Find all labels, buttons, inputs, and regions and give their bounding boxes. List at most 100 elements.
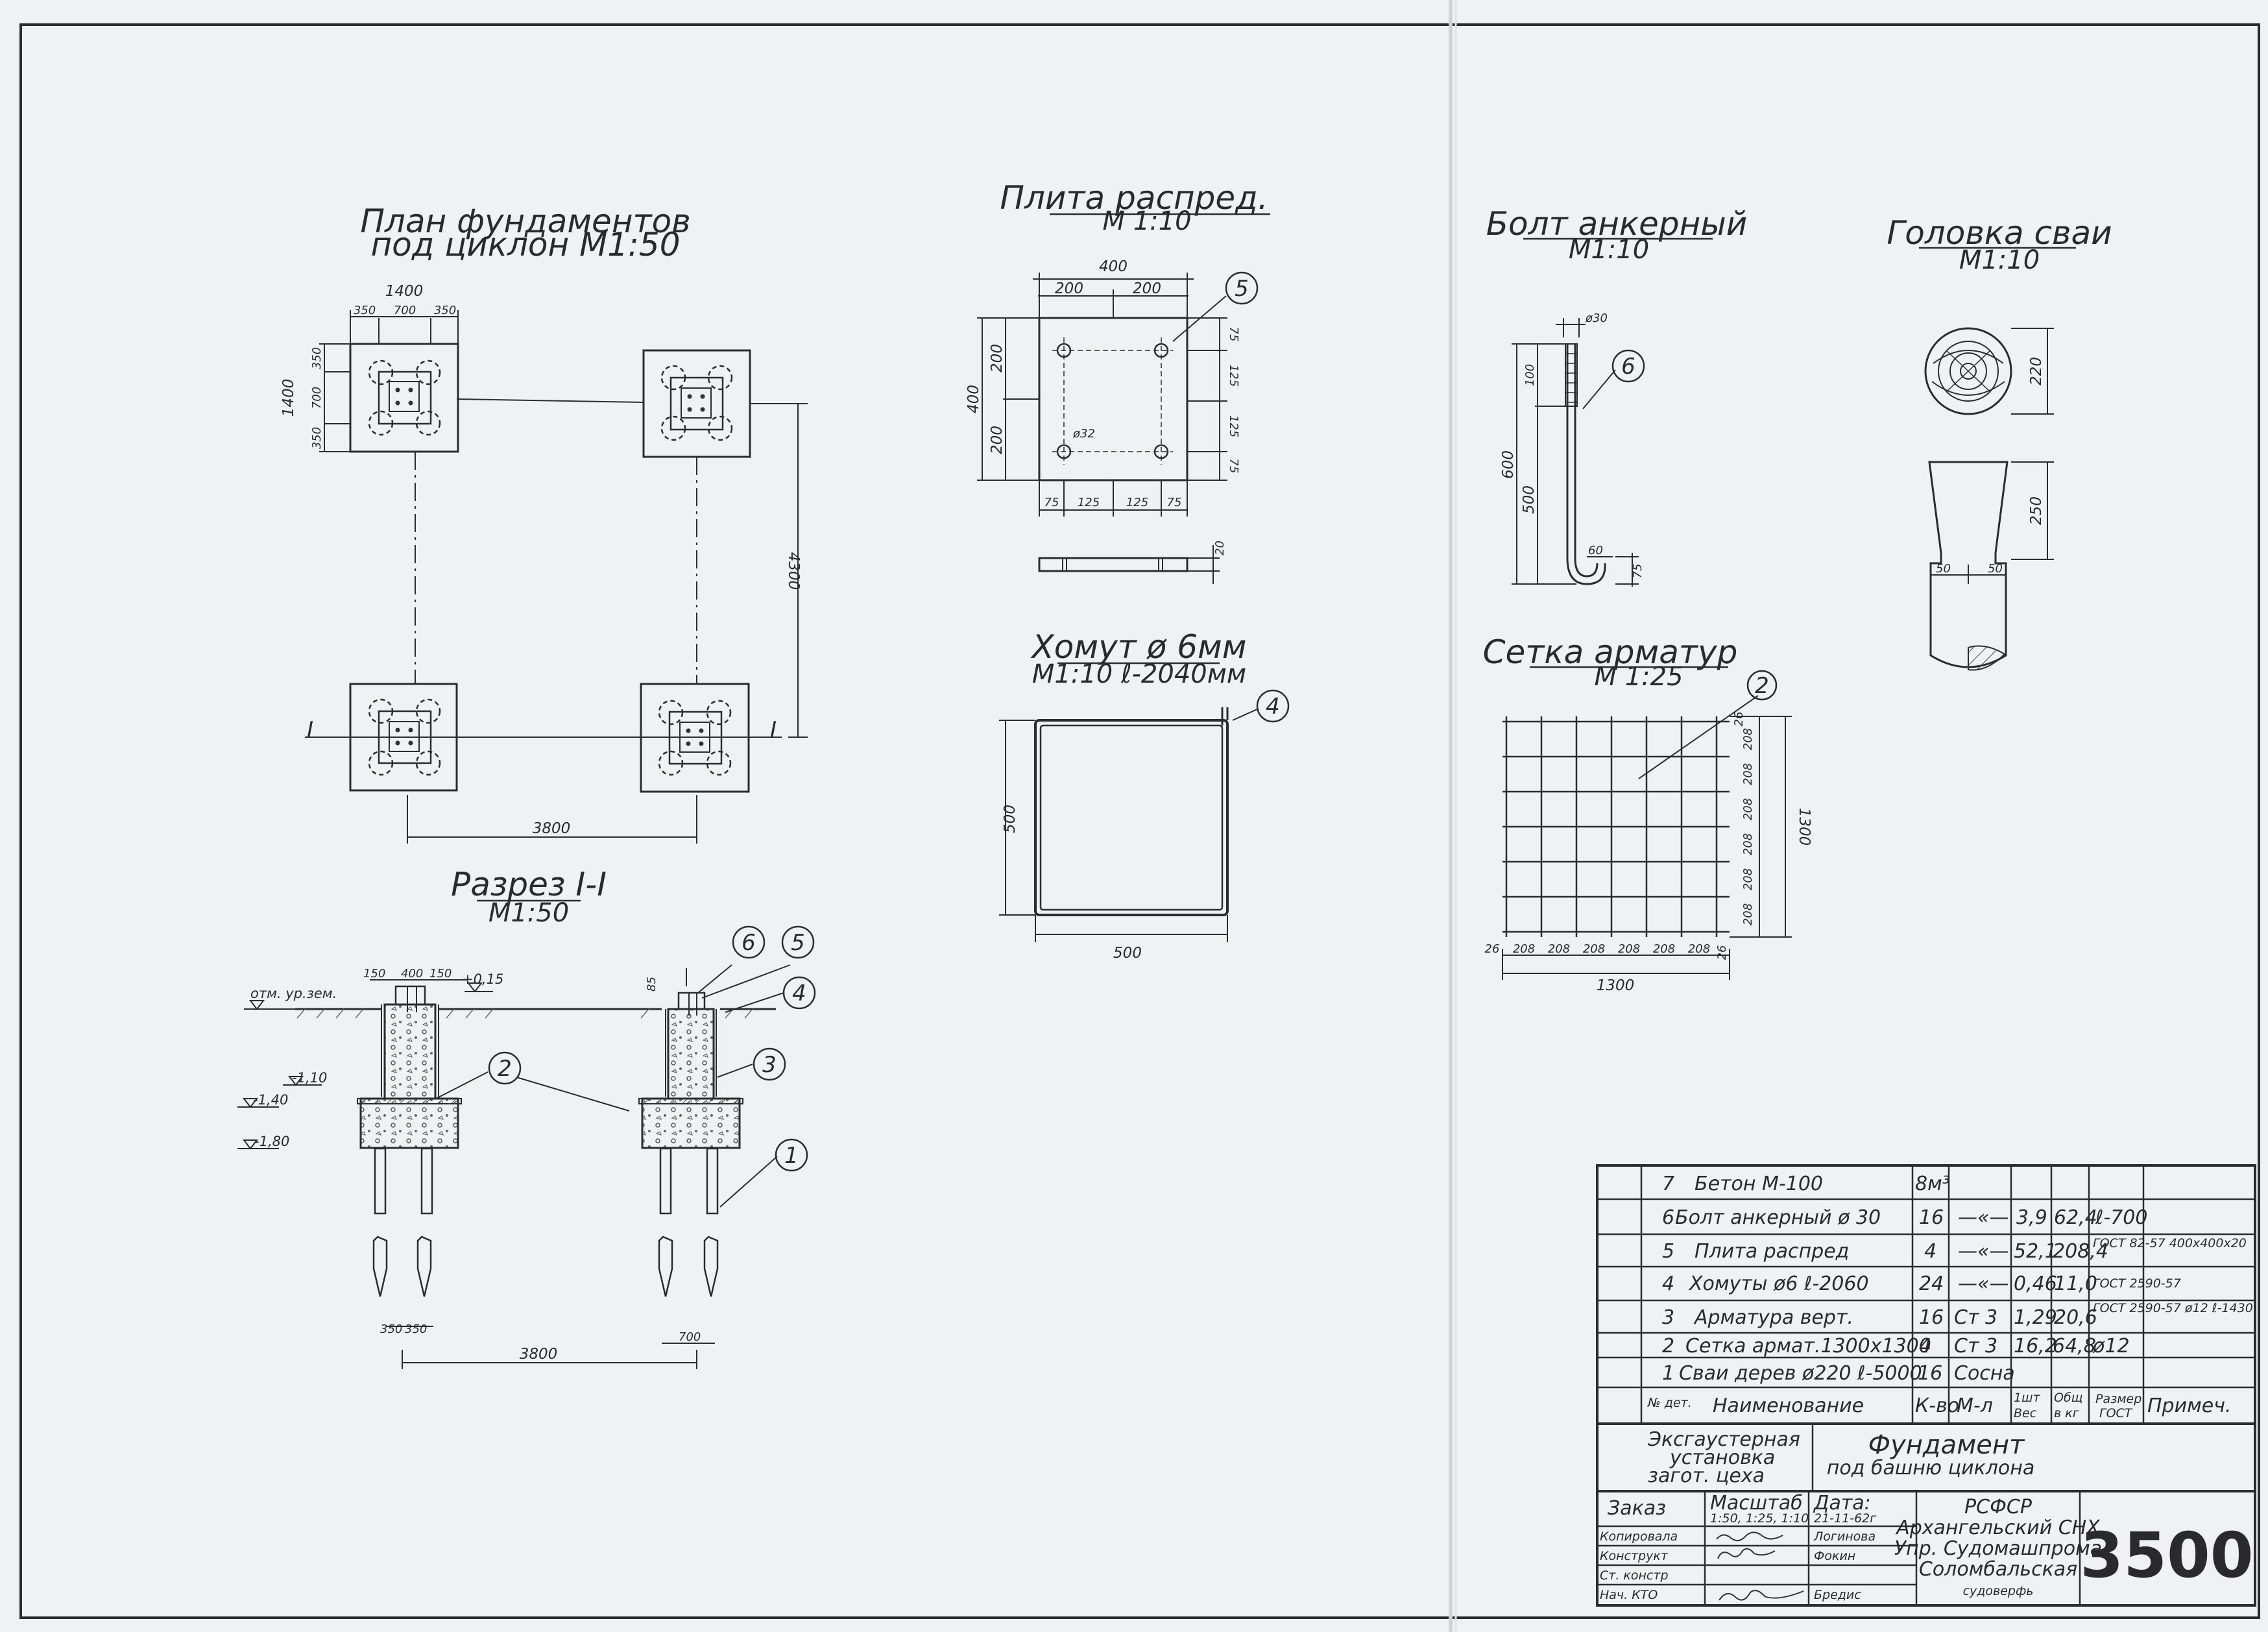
spec-mat: —«— xyxy=(1958,1240,2009,1263)
clamp-view: Хомут ø 6мм М1:10 ℓ-2040мм 500 500 xyxy=(999,628,1259,962)
object-1: Эксгаустерная xyxy=(1647,1428,1800,1451)
callout-number: 3 xyxy=(762,1052,777,1078)
date-label: Дата: xyxy=(1813,1492,1871,1515)
callout-number: 6 xyxy=(742,930,756,956)
sheet-frame xyxy=(19,0,2260,1632)
plate-dim-thickness: 20 xyxy=(1213,541,1227,555)
dim-plan-h1: 350 xyxy=(310,347,324,369)
spec-total: 62,4 xyxy=(2054,1206,2097,1229)
spec-total: 20,6 xyxy=(2054,1306,2097,1329)
org-1: РСФСР xyxy=(1964,1496,2033,1518)
spec-name: Бетон М-100 xyxy=(1695,1173,1823,1195)
bolt-dim-dia: ø30 xyxy=(1585,311,1608,325)
spec-mat: —«— xyxy=(1958,1206,2009,1229)
spec-mat: Ст 3 xyxy=(1954,1306,1997,1329)
header-unit-2: Вес xyxy=(2014,1406,2037,1420)
level-1: -1,10 xyxy=(292,1070,327,1086)
bolt-title: Болт анкерный xyxy=(1486,205,1748,243)
section-title: Разрез I-I xyxy=(451,866,607,903)
scale-value: 1:50, 1:25, 1:10 xyxy=(1710,1511,1809,1526)
callout-circle: 2 xyxy=(1746,670,1778,701)
callout-circle: 6 xyxy=(1611,349,1645,383)
header-qty: К-во xyxy=(1915,1395,1959,1417)
spec-row: 2 Сетка армат.1300х1300 4 Ст 3 16,2 64,8… xyxy=(1662,1335,2130,1358)
dim-plan-width: 1400 xyxy=(385,283,424,300)
spec-unit: 52,1 xyxy=(2014,1240,2057,1263)
spec-mat: Ст 3 xyxy=(1954,1335,1997,1358)
spec-row: 7 Бетон М-100 8м³ xyxy=(1662,1173,1950,1195)
spec-std: ø12 xyxy=(2092,1335,2130,1358)
level-2: -1,40 xyxy=(253,1092,288,1108)
spec-total: 208,4 xyxy=(2053,1240,2108,1263)
callouts: 1 2 2 3 4 4 5 5 xyxy=(488,271,1778,1172)
pilehead-dim-250: 250 xyxy=(2028,496,2045,525)
section-mark-left: I xyxy=(307,717,313,743)
mesh-scale: М 1:25 xyxy=(1594,662,1683,692)
header-total-1: Общ xyxy=(2054,1391,2083,1405)
pilehead-view: Головка сваи М1:10 220 250 50 50 xyxy=(1887,214,2112,671)
spec-unit: 1,29 xyxy=(2014,1306,2057,1329)
object-3: загот. цеха xyxy=(1648,1465,1765,1487)
dim-sec-350a: 350 xyxy=(380,1322,402,1336)
header-std-1: Размер xyxy=(2095,1392,2141,1406)
dim-plan-h2: 700 xyxy=(310,387,324,409)
spec-qty: 16 xyxy=(1919,1206,1944,1229)
callout-number: 4 xyxy=(792,980,806,1006)
spec-pos: 6 xyxy=(1662,1206,1674,1229)
section-view: Разрез I-I М1:50 xyxy=(237,866,791,1369)
mesh-title: Сетка арматур xyxy=(1483,633,1738,671)
plate-title: Плита распред. xyxy=(1000,179,1268,217)
plate-dim-r3: 125 xyxy=(1227,415,1240,437)
pilehead-dim-50b: 50 xyxy=(1988,562,2003,576)
name-head: Бредис xyxy=(1814,1588,1861,1602)
plate-dim-h1: 200 xyxy=(989,344,1006,372)
bolt-dim-total: 600 xyxy=(1500,450,1517,479)
plate-dim-r2: 125 xyxy=(1227,365,1240,387)
bolt-dim-hook: 60 xyxy=(1588,544,1603,557)
header-name: Наименование xyxy=(1713,1395,1864,1417)
dim-plan-h3: 350 xyxy=(310,427,324,449)
drawing-title-2: под башню циклона xyxy=(1827,1457,2035,1480)
spec-qty: 16 xyxy=(1919,1306,1944,1329)
callout-circle: 3 xyxy=(753,1047,786,1081)
callout-leaders xyxy=(435,964,791,1208)
callout-number: 2 xyxy=(1755,673,1769,699)
dim-plan-w2: 700 xyxy=(394,304,416,317)
spec-row: 4 Хомуты ø6 ℓ-2060 24 —«— 0,46 11,0 ГОСТ… xyxy=(1662,1273,2181,1295)
clamp-dim-h: 500 xyxy=(1002,805,1019,833)
spec-unit: 3,9 xyxy=(2016,1206,2047,1229)
spec-pos: 4 xyxy=(1662,1273,1674,1295)
dim-plan-span-x: 3800 xyxy=(533,820,571,837)
clamp-title: Хомут ø 6мм xyxy=(1030,628,1247,666)
level-3: -1,80 xyxy=(254,1134,289,1149)
callout-number: 4 xyxy=(1266,694,1280,720)
plate-dim-w1: 200 xyxy=(1055,280,1083,297)
title-block: 7 Бетон М-100 8м³ 6 Болт анкерный ø 30 1… xyxy=(1596,1164,2256,1607)
dim-sec-85: 85 xyxy=(645,977,658,992)
pilehead-dim-50a: 50 xyxy=(1936,562,1951,576)
plate-dim-b1: 75 xyxy=(1044,496,1059,509)
spec-std: ГОСТ 2590-57 ø12 ℓ-1430 xyxy=(2093,1301,2253,1315)
spec-name: Сваи дерев ø220 ℓ-5000 xyxy=(1679,1362,1922,1385)
spec-qty: 16 xyxy=(1918,1362,1942,1385)
spec-name: Арматура верт. xyxy=(1693,1306,1853,1329)
spec-pos: 2 xyxy=(1662,1335,1674,1358)
org-3: Упр. Судомашпрома xyxy=(1894,1537,2102,1560)
plate-dim-w: 400 xyxy=(1099,258,1128,275)
spec-name: Хомуты ø6 ℓ-2060 xyxy=(1688,1273,1869,1295)
foundation-plan: План фундаментов под циклон М1:50 xyxy=(280,202,808,844)
plate-dim-b3: 125 xyxy=(1126,496,1148,509)
bolt-dim-end: 75 xyxy=(1631,564,1645,579)
level-top: +0,15 xyxy=(462,971,503,987)
spec-qty: 8м³ xyxy=(1915,1173,1950,1195)
footing-pad xyxy=(642,349,751,458)
scale-label: Масштаб xyxy=(1710,1492,1803,1515)
callout-circle: 2 xyxy=(488,1051,522,1085)
spec-row: 5 Плита распред 4 —«— 52,1 208,4 ГОСТ 82… xyxy=(1662,1236,2247,1263)
callout-circle: 6 xyxy=(732,925,766,959)
header-total-2: в кг xyxy=(2054,1406,2080,1420)
header-std-2: ГОСТ xyxy=(2099,1406,2133,1420)
role-copy: Копировала xyxy=(1600,1529,1678,1544)
spec-std: ГОСТ 2590-57 xyxy=(2093,1276,2181,1291)
